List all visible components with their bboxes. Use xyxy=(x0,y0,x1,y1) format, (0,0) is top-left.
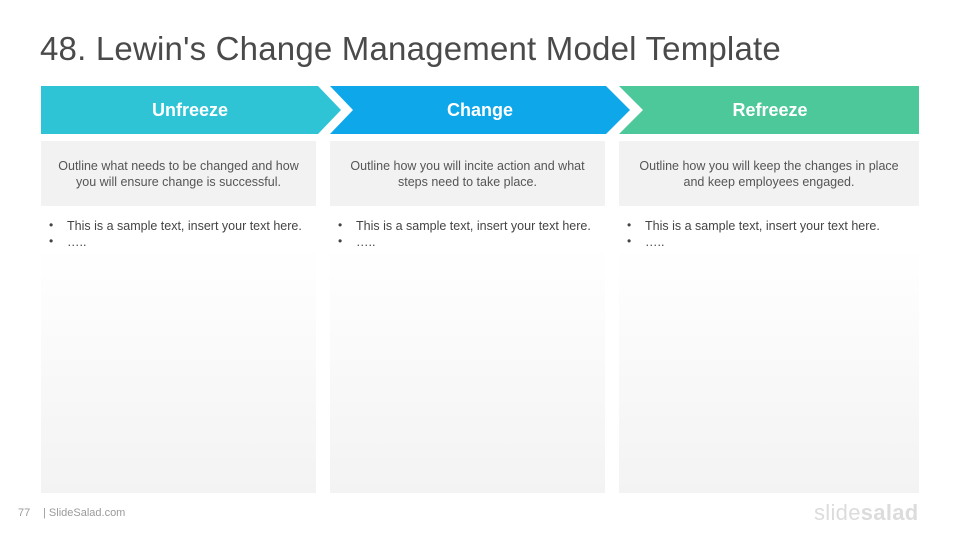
arrow-refreeze xyxy=(619,86,919,134)
stage-label-unfreeze: Unfreeze xyxy=(151,100,229,120)
page-title: 48. Lewin's Change Management Model Temp… xyxy=(40,30,781,67)
list-item: This is a sample text, insert your text … xyxy=(338,217,593,234)
list-item: ….. xyxy=(627,233,907,250)
page-number: 77 xyxy=(18,507,31,519)
list-item: ….. xyxy=(338,233,593,250)
stage-description-unfreeze: Outline what needs to be changed and how… xyxy=(41,141,316,206)
list-item: This is a sample text, insert your text … xyxy=(49,217,304,234)
description-text: Outline what needs to be changed and how… xyxy=(58,158,299,189)
list-item: This is a sample text, insert your text … xyxy=(627,217,907,234)
logo-light-part: slide xyxy=(814,500,861,525)
description-text: Outline how you will keep the changes in… xyxy=(639,158,899,189)
stage-body-refreeze: This is a sample text, insert your text … xyxy=(619,212,919,493)
bullet-list: This is a sample text, insert your text … xyxy=(627,217,907,250)
stage-body-unfreeze: This is a sample text, insert your text … xyxy=(41,212,316,493)
arrow-unfreeze xyxy=(41,86,341,134)
stage-body-change: This is a sample text, insert your text … xyxy=(330,212,605,493)
stage-label-change: Change xyxy=(446,100,513,120)
bullet-list: This is a sample text, insert your text … xyxy=(49,217,304,250)
brand-logo: slidesalad xyxy=(814,500,919,526)
stage-description-refreeze: Outline how you will keep the changes in… xyxy=(619,141,919,206)
bullet-list: This is a sample text, insert your text … xyxy=(338,217,593,250)
footer-site-link[interactable]: | SlideSalad.com xyxy=(43,507,126,519)
arrow-change xyxy=(330,86,630,134)
logo-bold-part: salad xyxy=(860,500,919,525)
stage-description-change: Outline how you will incite action and w… xyxy=(330,141,605,206)
description-text: Outline how you will incite action and w… xyxy=(350,158,585,189)
stage-label-refreeze: Refreeze xyxy=(732,100,808,120)
list-item: ….. xyxy=(49,233,304,250)
